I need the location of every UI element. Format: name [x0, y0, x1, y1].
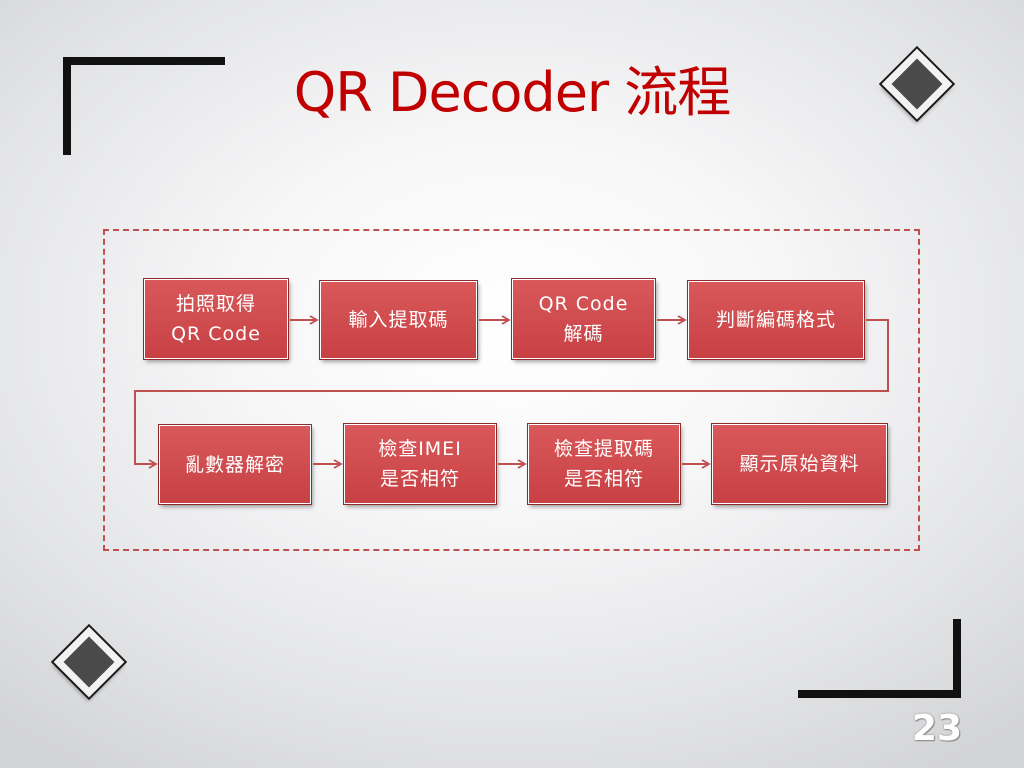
flow-step-enter-code: 輸入提取碼: [320, 281, 477, 359]
flow-step-check-imei: 檢查IMEI 是否相符: [344, 424, 496, 504]
page-number: 23: [911, 708, 962, 749]
flow-step-show-data: 顯示原始資料: [712, 424, 887, 504]
arrow-step4-to-step5: [134, 319, 889, 469]
flow-step-decrypt: 亂數器解密: [159, 425, 311, 504]
slide-title: QR Decoder 流程: [293, 61, 732, 124]
corner-bracket-bottom-right: [798, 690, 961, 698]
corner-bracket-top-left: [63, 57, 225, 65]
flow-step-decode-qr: QR Code 解碼: [512, 279, 655, 359]
corner-bracket-bottom-right-vertical: [953, 619, 961, 698]
flow-step-capture-qr: 拍照取得 QR Code: [144, 279, 288, 359]
flow-step-detect-format: 判斷編碼格式: [688, 281, 864, 359]
flowchart-frame: [103, 229, 920, 551]
corner-bracket-top-left-vertical: [63, 57, 71, 155]
flow-step-check-code: 檢查提取碼 是否相符: [528, 424, 680, 504]
